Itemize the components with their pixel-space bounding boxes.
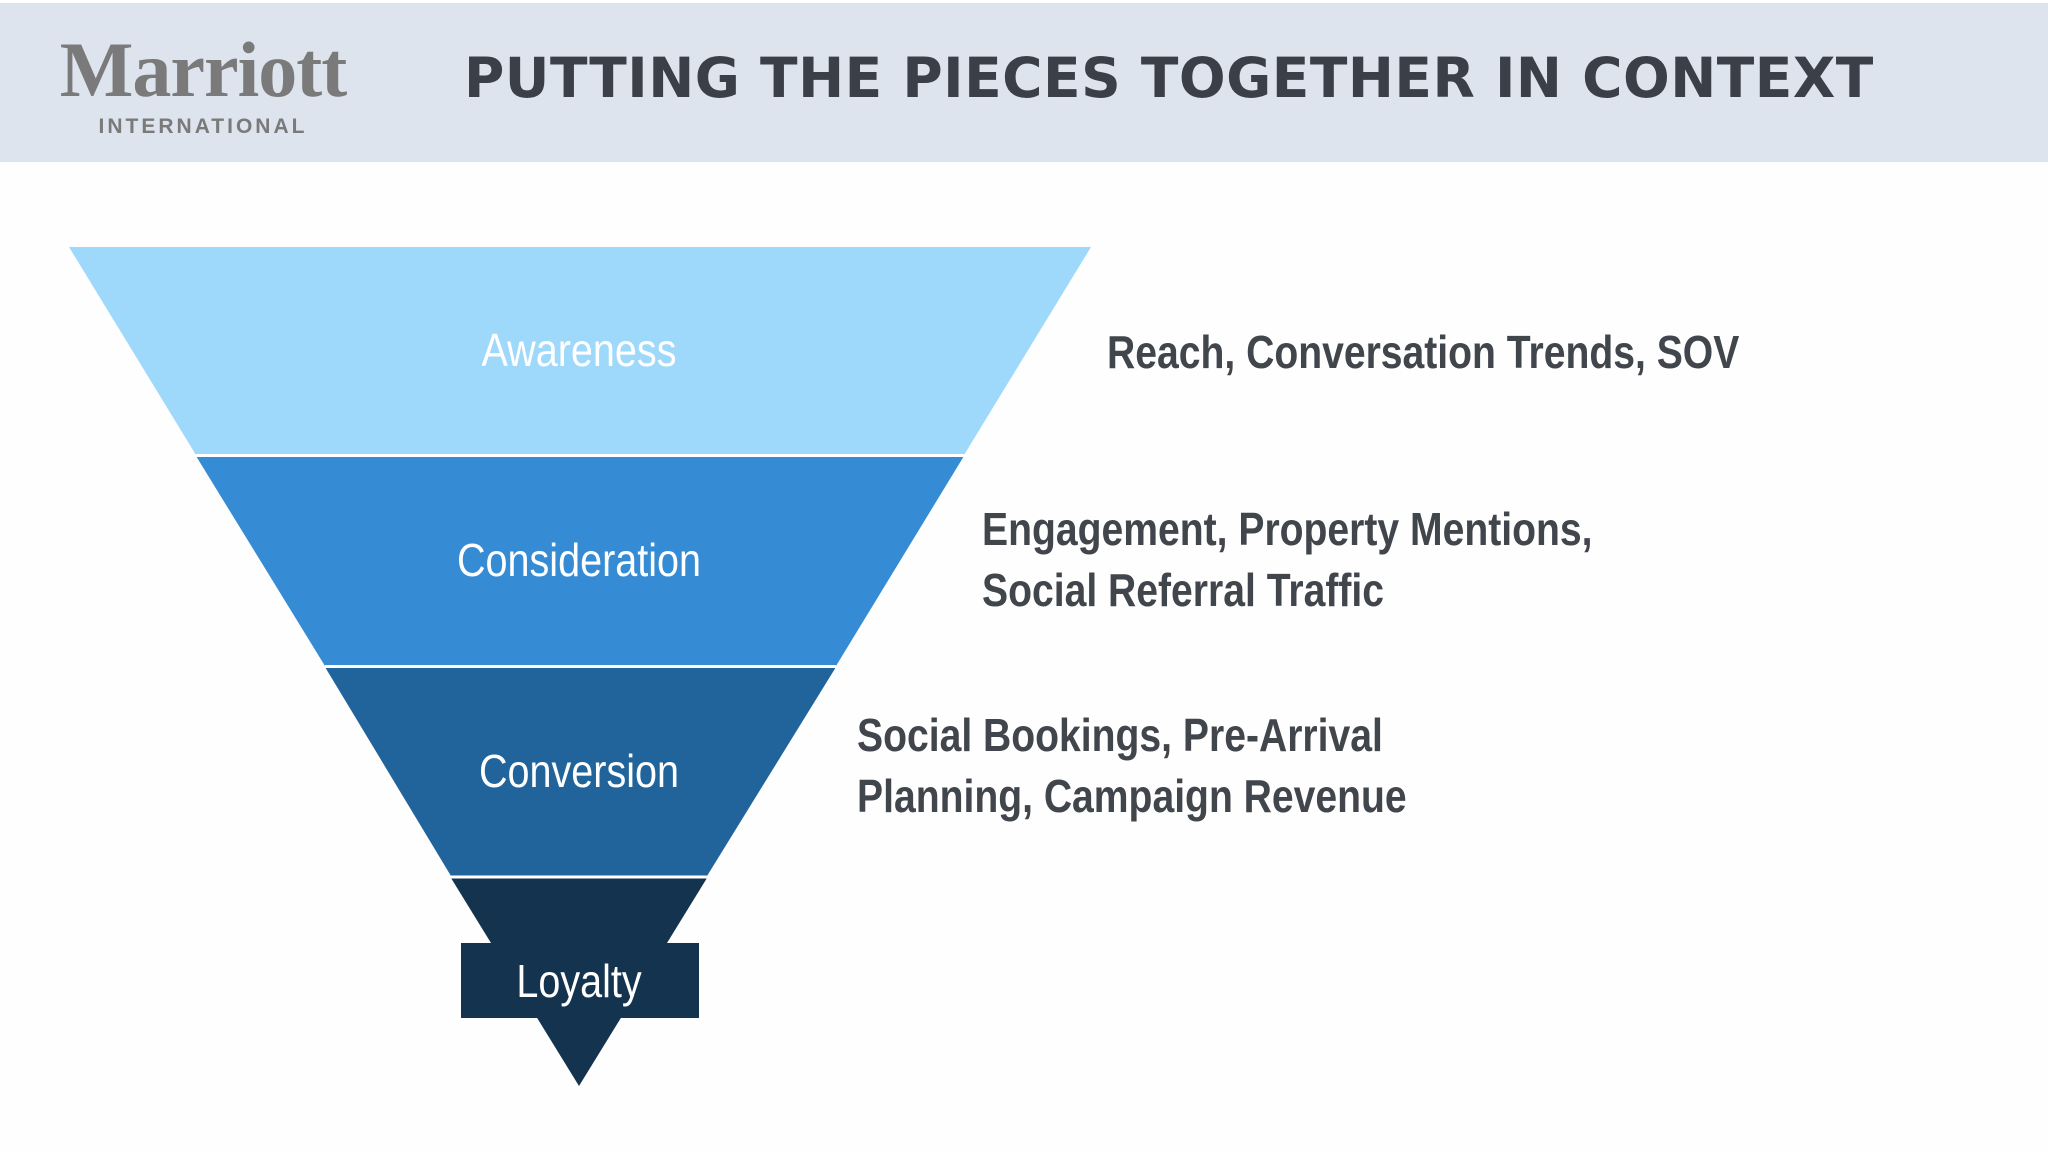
metric-line: Reach, Conversation Trends, SOV <box>1107 326 1740 378</box>
loyalty-label-box <box>461 943 699 1018</box>
metrics-consideration: Engagement, Property Mentions, Social Re… <box>982 499 1592 621</box>
logo-subtitle: INTERNATIONAL <box>98 115 308 138</box>
funnel-label-consideration: Consideration <box>456 534 702 586</box>
metric-line: Engagement, Property Mentions, <box>982 503 1593 555</box>
funnel-stage-consideration <box>196 456 964 666</box>
funnel-label-conversion: Conversion <box>478 745 680 797</box>
metrics-conversion: Social Bookings, Pre-Arrival Planning, C… <box>857 705 1407 827</box>
funnel-label-loyalty: Loyalty <box>516 955 642 1007</box>
logo-wordmark: Marriott <box>59 26 347 113</box>
metric-line: Planning, Campaign Revenue <box>857 770 1407 822</box>
funnel-stage-awareness <box>69 247 1091 455</box>
slide-header: Marriott INTERNATIONAL PUTTING THE PIECE… <box>0 0 2048 162</box>
funnel-label-awareness: Awareness <box>481 324 677 376</box>
slide-title: PUTTING THE PIECES TOGETHER IN CONTEXT <box>464 46 1874 110</box>
metric-line: Social Referral Traffic <box>982 564 1385 616</box>
marriott-logo: Marriott INTERNATIONAL <box>38 25 368 143</box>
metrics-awareness: Reach, Conversation Trends, SOV <box>1107 322 1739 383</box>
metric-line: Social Bookings, Pre-Arrival <box>857 709 1383 761</box>
funnel-stage-conversion <box>325 667 836 876</box>
